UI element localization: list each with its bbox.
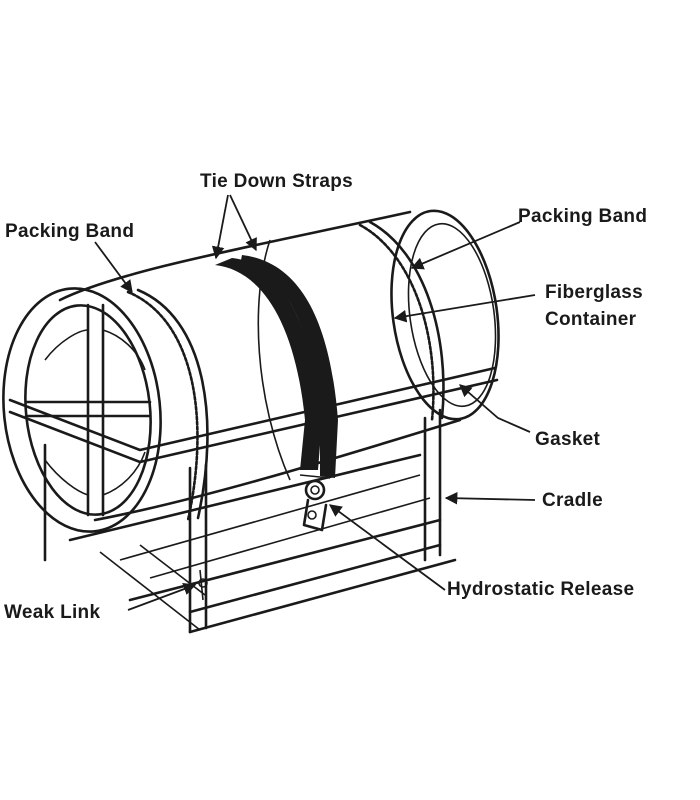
- packing-band-left-shape: [126, 288, 209, 522]
- packing-band-right-shape: [358, 220, 445, 422]
- cradle-frame: [8, 366, 499, 634]
- weak-link-hardware: [198, 569, 208, 601]
- tie-down-straps-shape: [215, 255, 338, 478]
- label-container: Container: [545, 309, 637, 330]
- label-weak-link: Weak Link: [4, 602, 100, 623]
- label-cradle: Cradle: [542, 490, 603, 511]
- hydrostatic-release-hardware: [299, 474, 331, 532]
- label-fiberglass: Fiberglass: [545, 282, 643, 303]
- label-packing-band-left: Packing Band: [5, 221, 134, 242]
- label-gasket: Gasket: [535, 429, 601, 450]
- fiberglass-container: [2, 209, 500, 533]
- leader-lines: [94, 194, 536, 611]
- label-tie-down-straps: Tie Down Straps: [200, 171, 353, 192]
- label-packing-band-right: Packing Band: [518, 206, 647, 227]
- label-hydrostatic-release: Hydrostatic Release: [447, 579, 634, 600]
